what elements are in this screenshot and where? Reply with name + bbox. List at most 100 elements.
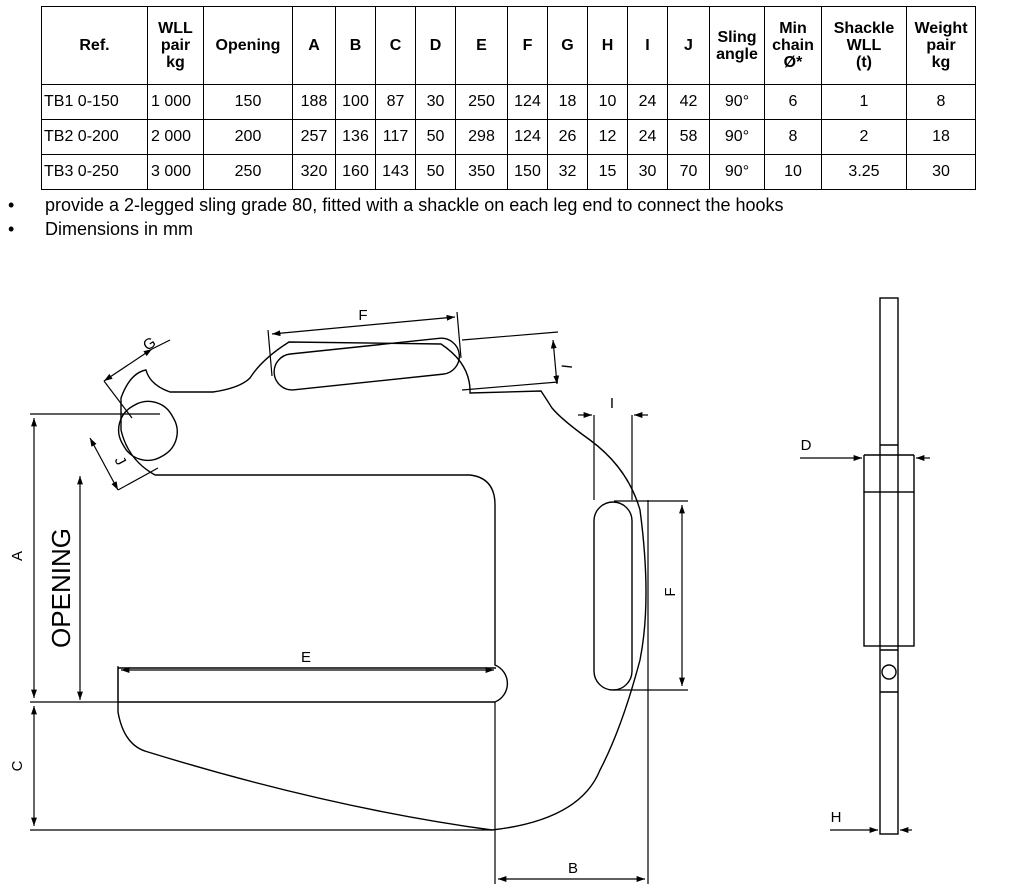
table-cell: 1 — [821, 84, 907, 120]
table-cell: 26 — [547, 119, 588, 155]
label-a: A — [9, 551, 26, 561]
table-cell: 2 000 — [147, 119, 204, 155]
table-cell: 24 — [627, 84, 668, 120]
header-text: Ø* — [783, 54, 803, 71]
table-cell: 100 — [335, 84, 376, 120]
header-text: I — [645, 37, 650, 54]
label-i-slot: I — [610, 395, 614, 412]
header-text: angle — [716, 45, 758, 63]
top-slot — [273, 337, 461, 391]
header-text: B — [349, 37, 362, 54]
table-cell: 350 — [455, 154, 508, 190]
table-cell: 320 — [292, 154, 336, 190]
header-text: pair — [926, 37, 956, 54]
label-h: H — [831, 809, 842, 826]
table-cell: 117 — [375, 119, 416, 155]
table-cell: 50 — [415, 119, 456, 155]
header-text: WLL — [846, 37, 882, 54]
header-cell: B — [335, 6, 376, 85]
label-g: G — [140, 334, 159, 355]
header-text: F — [522, 37, 533, 54]
hook-outline — [117, 341, 647, 831]
table-cell: 30 — [906, 154, 976, 190]
label-d: D — [801, 437, 812, 454]
table-cell: TB1 0-150 — [41, 84, 148, 120]
table-cell: 143 — [375, 154, 416, 190]
table-cell: 10 — [587, 84, 628, 120]
table-cell: 87 — [375, 84, 416, 120]
table-cell: 18 — [906, 119, 976, 155]
table-cell: 8 — [906, 84, 976, 120]
header-cell: D — [415, 6, 456, 85]
header-cell: J — [667, 6, 710, 85]
header-text: E — [476, 37, 487, 54]
table-cell: 70 — [667, 154, 710, 190]
header-cell: Ref. — [41, 6, 148, 85]
header-cell: G — [547, 6, 588, 85]
table-cell: 150 — [203, 84, 293, 120]
label-e: E — [301, 649, 311, 666]
side-view-shackle — [863, 491, 915, 647]
table-cell: 30 — [627, 154, 668, 190]
header-text: Opening — [215, 37, 281, 54]
label-i-top: I — [559, 364, 576, 370]
label-b: B — [568, 860, 578, 877]
header-text: WLL — [158, 20, 193, 37]
header-text: (t) — [856, 54, 872, 71]
note-dimensions: Dimensions in mm — [8, 217, 784, 241]
table-cell: 58 — [667, 119, 710, 155]
header-cell: H — [587, 6, 628, 85]
header-text: kg — [166, 54, 185, 71]
table-cell: 136 — [335, 119, 376, 155]
header-text: J — [684, 37, 693, 54]
header-text: H — [601, 37, 614, 54]
table-cell: 124 — [507, 119, 548, 155]
side-view-plate — [879, 297, 899, 835]
header-text: Shackle — [833, 20, 895, 37]
header-text: D — [429, 37, 442, 54]
table-cell: 160 — [335, 154, 376, 190]
notes-list: provide a 2-legged sling grade 80, fitte… — [8, 193, 784, 241]
note-sling: provide a 2-legged sling grade 80, fitte… — [8, 193, 784, 217]
table-cell: 124 — [507, 84, 548, 120]
table-cell: 12 — [587, 119, 628, 155]
header-text: kg — [931, 54, 951, 71]
label-opening: OPENING — [46, 528, 76, 648]
header-text: chain — [772, 37, 814, 54]
table-cell: 3 000 — [147, 154, 204, 190]
label-f-side: F — [662, 587, 679, 596]
table-cell: 90° — [709, 119, 765, 155]
header-text: A — [308, 37, 320, 54]
left-slot — [117, 400, 178, 462]
table-cell: 150 — [507, 154, 548, 190]
table-cell: 18 — [547, 84, 588, 120]
header-text: pair — [160, 37, 191, 54]
header-text: C — [389, 37, 402, 54]
table-cell: 32 — [547, 154, 588, 190]
table-cell: TB3 0-250 — [41, 154, 148, 190]
table-cell: TB2 0-200 — [41, 119, 148, 155]
table-cell: 15 — [587, 154, 628, 190]
table-cell: 200 — [203, 119, 293, 155]
table-cell: 250 — [203, 154, 293, 190]
label-f-top: F — [358, 307, 367, 324]
header-cell: Opening — [203, 6, 293, 85]
table-cell: 90° — [709, 84, 765, 120]
table-cell: 2 — [821, 119, 907, 155]
header-text: Weight — [914, 20, 968, 37]
label-j: J — [111, 454, 130, 469]
side-slot — [593, 501, 633, 691]
table-cell: 257 — [292, 119, 336, 155]
header-cell: F — [507, 6, 548, 85]
header-text: Min — [779, 20, 807, 37]
